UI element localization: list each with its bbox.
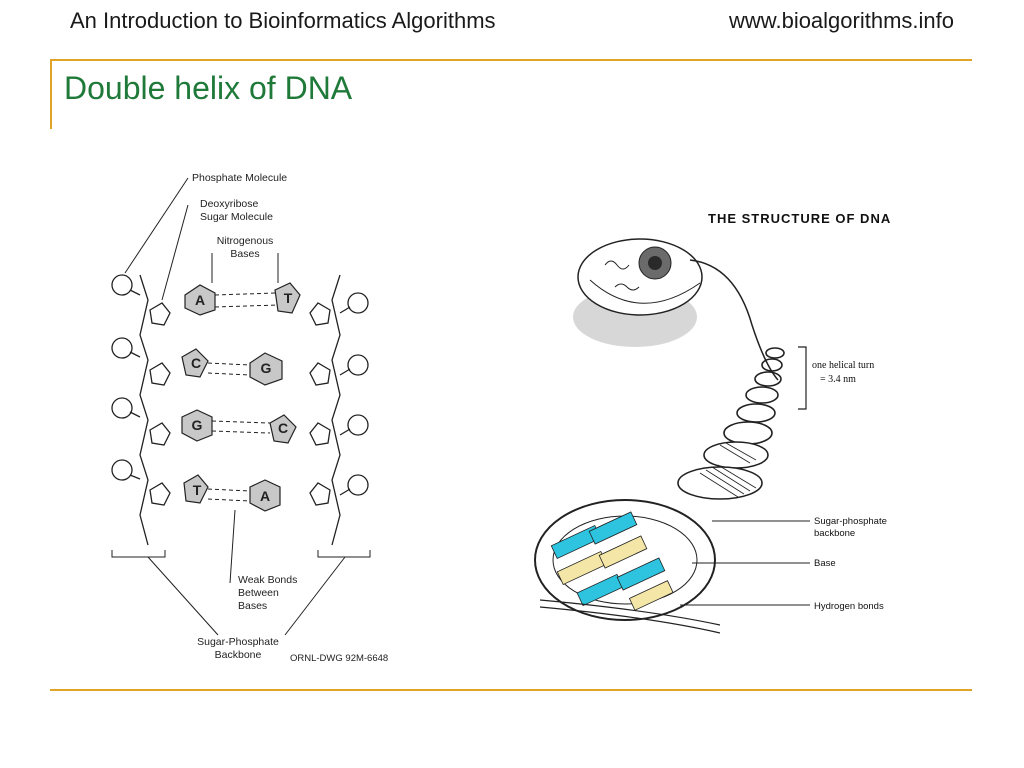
- helical-turn-value: = 3.4 nm: [820, 374, 856, 385]
- deoxyribose-label: Sugar Molecule: [200, 211, 273, 223]
- base-letter: A: [195, 292, 205, 308]
- slide-title: Double helix of DNA: [64, 70, 353, 106]
- base-letter: G: [192, 417, 203, 433]
- nitrogenous-label: Bases: [230, 248, 259, 260]
- base-label: Base: [814, 558, 836, 569]
- base-letter: G: [261, 360, 272, 376]
- phosphate-label: Phosphate Molecule: [192, 172, 287, 184]
- base-letter: C: [278, 420, 288, 436]
- deoxyribose-label: Deoxyribose: [200, 198, 259, 210]
- footer-divider: [50, 689, 972, 691]
- backbone-label: Sugar-phosphate: [814, 516, 887, 527]
- weak-bonds-label: Between: [238, 587, 279, 599]
- weak-bonds-label: Weak Bonds: [238, 574, 297, 586]
- cross-section: [534, 499, 721, 634]
- backbone-label: Backbone: [215, 649, 262, 661]
- drawing-id: ORNL-DWG 92M-6648: [290, 653, 388, 664]
- base-letter: A: [260, 488, 270, 504]
- helical-turn-label: one helical turn: [812, 360, 874, 371]
- base-letter: C: [191, 355, 201, 371]
- dna-structure-diagram: THE STRUCTURE OF DNA one helical turn = …: [534, 211, 891, 634]
- phosphate-circles: [111, 274, 369, 496]
- backbone-label: backbone: [814, 528, 855, 539]
- sugar-pentagons: [149, 302, 331, 506]
- backbone-label: Sugar-Phosphate: [197, 636, 279, 648]
- structure-title: THE STRUCTURE OF DNA: [708, 211, 891, 226]
- hydrogen-bonds-label: Hydrogen bonds: [814, 601, 884, 612]
- course-title: An Introduction to Bioinformatics Algori…: [70, 8, 496, 33]
- nitrogenous-label: Nitrogenous: [217, 235, 274, 247]
- base-letter: T: [193, 482, 202, 498]
- header-divider: [50, 59, 972, 61]
- title-left-rule: [50, 59, 52, 129]
- hydrogen-bonds: [207, 292, 279, 502]
- cell-illustration: [573, 238, 703, 347]
- website-url: www.bioalgorithms.info: [729, 8, 954, 33]
- weak-bonds-label: Bases: [238, 600, 267, 612]
- base-letter: T: [284, 290, 293, 306]
- helix-coils: [677, 347, 785, 500]
- dna-ladder-diagram: A T C G G C T A Phosphate Molecule Deoxy…: [111, 172, 388, 664]
